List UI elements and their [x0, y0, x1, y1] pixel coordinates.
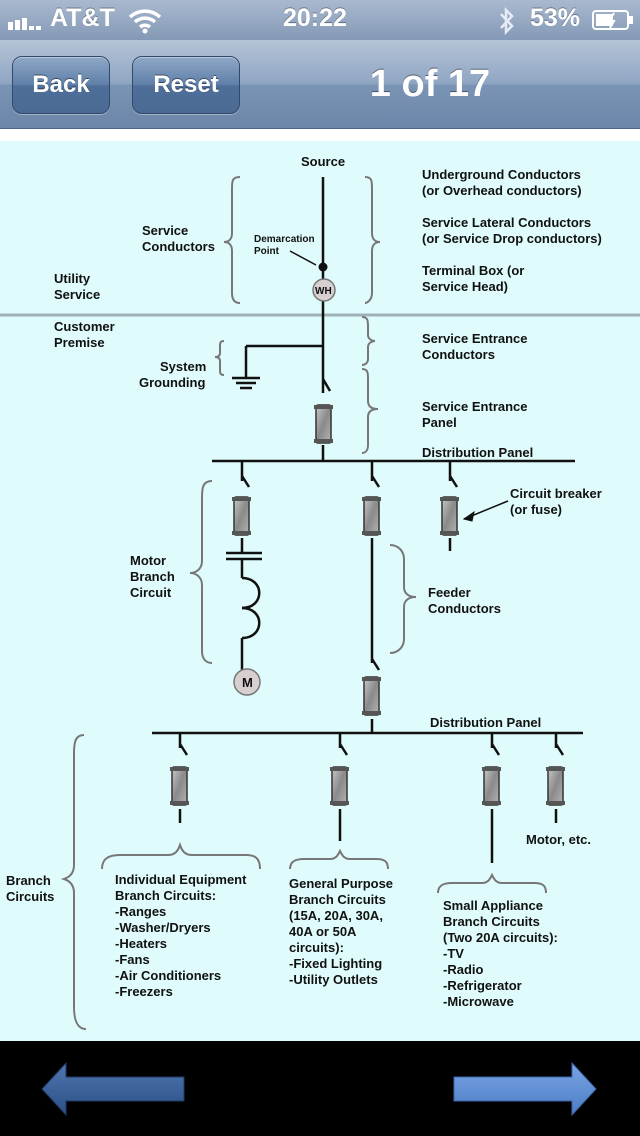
demarcation-label-1: Demarcation: [254, 234, 315, 245]
service-conductors-label-1: Service: [142, 223, 188, 238]
breaker-label-2: (or fuse): [510, 502, 562, 517]
bluetooth-icon: [500, 6, 514, 36]
entrance-conductors-label-1: Service Entrance: [422, 331, 528, 346]
motor-etc-label: Motor, etc.: [526, 832, 591, 847]
general-list-item: 40A or 50A: [289, 924, 357, 939]
customer-label-2: Premise: [54, 335, 105, 350]
individual-list-item: Branch Circuits:: [115, 888, 216, 903]
bottom-toolbar: [0, 1041, 640, 1136]
back-button[interactable]: Back: [12, 56, 110, 114]
small-list-item: (Two 20A circuits):: [443, 930, 558, 945]
motor-branch-label-2: Branch: [130, 569, 175, 584]
feeder-label-1: Feeder: [428, 585, 471, 600]
feeder-label-2: Conductors: [428, 601, 501, 616]
individual-list-item: Individual Equipment: [115, 872, 247, 887]
small-list-item: Small Appliance: [443, 898, 543, 913]
electrical-service-diagram: Source Underground Conductors (or Overhe…: [0, 141, 640, 1041]
carrier-label: AT&T: [50, 4, 115, 32]
utility-label-2: Service: [54, 287, 100, 302]
customer-label-1: Customer: [54, 319, 115, 334]
small-list-item: -Refrigerator: [443, 978, 522, 993]
grounding-label-2: Grounding: [139, 375, 205, 390]
terminal-label-2: Service Head): [422, 279, 508, 294]
branch-circuits-label-2: Circuits: [6, 889, 54, 904]
individual-list-item: -Ranges: [115, 904, 166, 919]
motor-branch-label-3: Circuit: [130, 585, 172, 600]
motor-branch-label-1: Motor: [130, 553, 166, 568]
underground-label-2: (or Overhead conductors): [422, 183, 582, 198]
general-list-item: circuits):: [289, 940, 344, 955]
wifi-icon: [128, 9, 162, 34]
right-arrow-icon[interactable]: [452, 1061, 598, 1117]
source-label: Source: [301, 154, 345, 169]
battery-percent: 53%: [530, 4, 581, 32]
utility-label-1: Utility: [54, 271, 91, 286]
divider-strip: [0, 129, 640, 141]
meter-label: WH: [315, 286, 332, 297]
signal-icon: [8, 18, 41, 30]
distribution-panel-label-2: Distribution Panel: [430, 715, 541, 730]
small-list-item: -Microwave: [443, 994, 514, 1009]
nav-bar: Back Reset 1 of 17: [0, 40, 640, 129]
page-counter: 1 of 17: [369, 63, 491, 105]
terminal-label-1: Terminal Box (or: [422, 263, 524, 278]
left-arrow-icon[interactable]: [40, 1061, 186, 1117]
general-list-item: Branch Circuits: [289, 892, 386, 907]
service-conductors-label-2: Conductors: [142, 239, 215, 254]
entrance-conductors-label-2: Conductors: [422, 347, 495, 362]
general-list-item: -Utility Outlets: [289, 972, 378, 987]
status-time: 20:22: [283, 4, 347, 32]
battery-icon: [592, 10, 633, 30]
individual-list-item: -Washer/Dryers: [115, 920, 211, 935]
individual-list-item: -Freezers: [115, 984, 173, 999]
branch-circuits-label-1: Branch: [6, 873, 51, 888]
underground-label-1: Underground Conductors: [422, 167, 581, 182]
entrance-panel-label-1: Service Entrance: [422, 399, 528, 414]
small-list-item: -TV: [443, 946, 464, 961]
motor-icon: [233, 668, 261, 696]
individual-list-item: -Air Conditioners: [115, 968, 221, 983]
reset-button[interactable]: Reset: [132, 56, 240, 114]
small-list-item: Branch Circuits: [443, 914, 540, 929]
individual-list-item: -Heaters: [115, 936, 167, 951]
distribution-panel-label-1: Distribution Panel: [422, 445, 533, 460]
status-bar: AT&T 20:22 53%: [0, 0, 640, 40]
individual-list-item: -Fans: [115, 952, 150, 967]
lateral-label-2: (or Service Drop conductors): [422, 231, 602, 246]
entrance-panel-label-2: Panel: [422, 415, 457, 430]
watt-hour-meter-icon: [312, 278, 336, 302]
grounding-label-1: System: [160, 359, 206, 374]
lateral-label-1: Service Lateral Conductors: [422, 215, 591, 230]
breaker-label-1: Circuit breaker: [510, 486, 602, 501]
motor-label: M: [242, 675, 253, 690]
demarcation-label-2: Point: [254, 246, 280, 257]
general-list-item: (15A, 20A, 30A,: [289, 908, 383, 923]
general-list-item: -Fixed Lighting: [289, 956, 382, 971]
general-list-item: General Purpose: [289, 876, 393, 891]
small-list-item: -Radio: [443, 962, 484, 977]
